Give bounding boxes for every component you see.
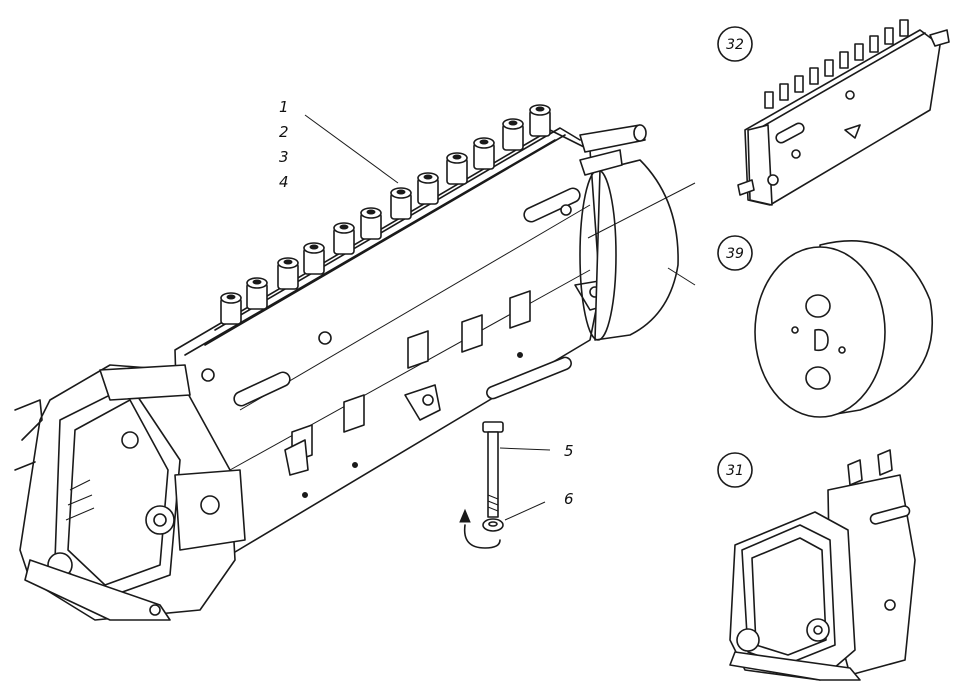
stop-lever: [14, 461, 36, 471]
bolt-hole: [201, 368, 215, 382]
inset-31-governor: 31: [717, 449, 916, 681]
governor-plug: [736, 628, 760, 652]
cover-rim: [67, 399, 169, 586]
valve-fitting: [446, 152, 468, 185]
governor-top: [99, 364, 191, 401]
bolt-hole: [560, 204, 572, 216]
section-hole: [791, 149, 801, 159]
control-lever: [14, 399, 43, 441]
valve-fitting: [333, 222, 355, 255]
section-end-face: [747, 124, 773, 206]
governor-stud: [877, 449, 893, 476]
housing-top-edge: [184, 139, 556, 356]
rivet: [517, 352, 523, 358]
callout-4: 4: [279, 173, 289, 191]
rotation-arrow: [463, 524, 501, 549]
reference-39: 39: [726, 246, 744, 262]
drive-coupling: [594, 159, 679, 341]
disc-pin-hole: [838, 346, 846, 354]
callout-5: 5: [564, 442, 574, 460]
flange-bolt: [149, 604, 161, 616]
housing-rail: [204, 134, 566, 346]
boss-hole-small: [813, 625, 823, 635]
reference-circle-32: [717, 26, 753, 62]
housing-mid-line: [239, 204, 591, 411]
reference-31: 31: [726, 463, 744, 479]
valve-rail: [214, 127, 581, 331]
inset-32-pump-section: 32: [717, 19, 950, 206]
main-pump-assembly: [14, 104, 679, 621]
lower-slot: [486, 356, 572, 400]
valve-fitting: [303, 242, 325, 275]
section-lug: [844, 124, 861, 139]
reference-circle-31: [717, 452, 753, 488]
valve-fitting: [360, 207, 382, 240]
disc-bore-lower: [805, 366, 831, 390]
section-boss: [767, 174, 779, 186]
feed-pump-port: [200, 495, 220, 515]
bolt-head: [482, 421, 504, 433]
disc-pin-hole: [791, 326, 799, 334]
section-top-edge: [759, 32, 926, 129]
valve-fitting: [473, 137, 495, 170]
bolt-assembly: [459, 421, 504, 549]
reference-circle-39: [717, 235, 753, 271]
valve-fitting: [529, 104, 551, 137]
valve-fitting: [502, 118, 524, 151]
section-shaft: [737, 179, 755, 196]
valve-fitting: [390, 187, 412, 220]
bolt-thread: [487, 494, 499, 512]
valve-fitting: [220, 292, 242, 325]
callout-6: 6: [564, 490, 574, 508]
reference-32: 32: [726, 37, 744, 53]
camshaft-end: [579, 124, 646, 153]
delivery-valve-row: [220, 104, 551, 325]
side-slot-cover: [523, 187, 581, 223]
section-valve-row: [764, 19, 909, 109]
mounting-lug: [284, 439, 309, 476]
base-flange: [24, 559, 171, 621]
shaft-stub: [579, 149, 623, 176]
bolt-shank: [487, 431, 499, 518]
callout-1: 1: [279, 98, 289, 116]
governor-slot: [869, 505, 911, 525]
control-lever-pivot: [121, 431, 139, 449]
washer-hole: [488, 521, 498, 527]
callout-3: 3: [279, 148, 289, 166]
section-hole: [845, 90, 855, 100]
governor-hole: [884, 599, 896, 611]
shaft-tip: [633, 124, 647, 142]
disc-keyway: [814, 328, 829, 352]
side-slot-cover: [233, 371, 291, 407]
section-slot: [775, 122, 805, 144]
inset-39-coupling-disc: 39: [717, 235, 934, 418]
cover-hatching: [65, 479, 95, 521]
rivet: [302, 492, 308, 498]
valve-fitting: [277, 257, 299, 290]
bolt-hole: [318, 331, 332, 345]
rivet: [352, 462, 358, 468]
valve-fitting: [246, 277, 268, 310]
section-shaft-end: [929, 29, 950, 47]
valve-fitting: [417, 172, 439, 205]
disc-bore-upper: [805, 294, 831, 318]
leader-lines: [304, 114, 696, 521]
governor-base: [729, 651, 861, 681]
governor-stud: [847, 459, 863, 486]
arrow-head: [459, 508, 471, 523]
lug-hole: [422, 394, 434, 406]
boss-hole: [153, 513, 167, 527]
callout-2: 2: [279, 123, 289, 141]
section-housing: [744, 29, 941, 206]
mounting-lug: [404, 384, 441, 421]
